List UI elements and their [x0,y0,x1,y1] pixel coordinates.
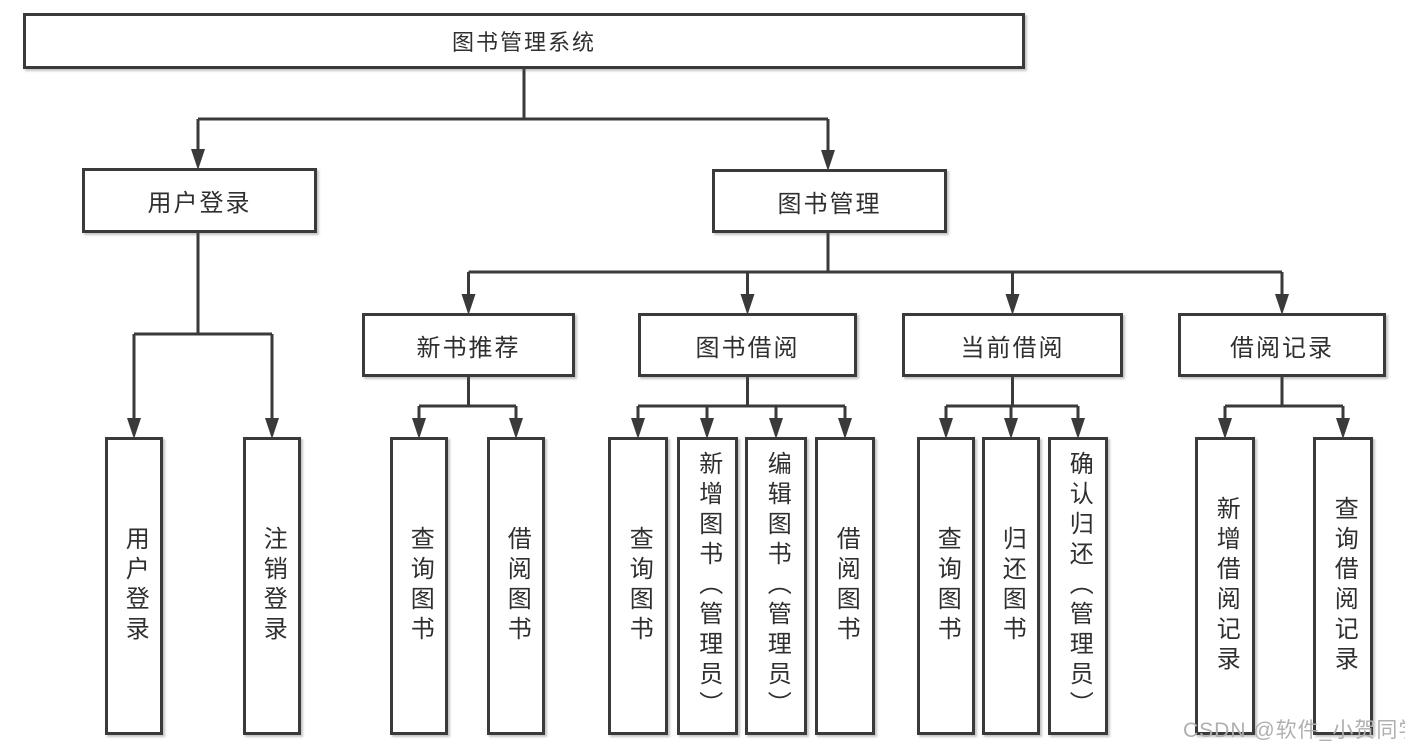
leaf-record-add: 新增借阅记录 [1195,437,1255,735]
leaf-record-add-label: 新增借阅记录 [1212,496,1240,676]
leaf-borrow-query-book: 查询图书 [608,437,668,735]
leaf-current-return-book: 归还图书 [982,437,1040,735]
node-library-system-label: 图书管理系统 [451,30,596,55]
node-user-login: 用户登录 [82,168,317,233]
node-borrow-records: 借阅记录 [1178,313,1386,377]
leaf-current-query-book-label: 查询图书 [933,526,961,646]
leaf-borrow-borrow-book: 借阅图书 [815,437,875,735]
node-user-login-label: 用户登录 [147,190,252,217]
arrowheads [127,149,1350,439]
leaf-borrow-edit-book-admin-label: 编辑图书（管理员） [763,451,791,721]
leaf-logout-label: 注销登录 [259,526,287,646]
leaf-recommend-borrow-book: 借阅图书 [487,437,545,735]
leaf-recommend-query-book: 查询图书 [390,437,448,735]
node-book-management-label: 图书管理 [777,190,882,218]
leaf-recommend-borrow-book-label: 借阅图书 [503,526,531,646]
leaf-borrow-add-book-admin: 新增图书（管理员） [677,437,738,735]
node-book-borrow: 图书借阅 [638,313,857,377]
node-book-borrow-label: 图书借阅 [695,334,800,362]
node-current-borrow-label: 当前借阅 [960,334,1065,362]
leaf-borrow-query-book-label: 查询图书 [625,526,653,646]
connector-paths [132,69,1345,424]
node-book-management: 图书管理 [712,169,947,233]
leaf-record-query: 查询借阅记录 [1313,437,1373,735]
leaf-borrow-edit-book-admin: 编辑图书（管理员） [745,437,807,735]
node-current-borrow: 当前借阅 [902,313,1123,377]
leaf-borrow-borrow-book-label: 借阅图书 [832,526,860,646]
leaf-recommend-query-book-label: 查询图书 [406,526,434,646]
leaf-user-login-label: 用户登录 [121,526,149,646]
csdn-watermark: CSDN @软件_小贺同学 [1183,719,1405,742]
leaf-borrow-add-book-admin-label: 新增图书（管理员） [694,451,722,721]
leaf-current-confirm-return-admin-label: 确认归还（管理员） [1065,451,1093,721]
leaf-user-login: 用户登录 [105,437,163,735]
leaf-current-query-book: 查询图书 [917,437,975,735]
leaf-record-query-label: 查询借阅记录 [1330,496,1358,676]
node-library-system: 图书管理系统 [23,13,1025,69]
leaf-logout: 注销登录 [243,437,301,735]
node-borrow-records-label: 借阅记录 [1230,334,1334,362]
leaf-current-confirm-return-admin: 确认归还（管理员） [1048,437,1108,735]
node-new-book-recommend-label: 新书推荐 [416,334,521,362]
leaf-current-return-book-label: 归还图书 [998,526,1026,646]
node-new-book-recommend: 新书推荐 [362,313,575,377]
